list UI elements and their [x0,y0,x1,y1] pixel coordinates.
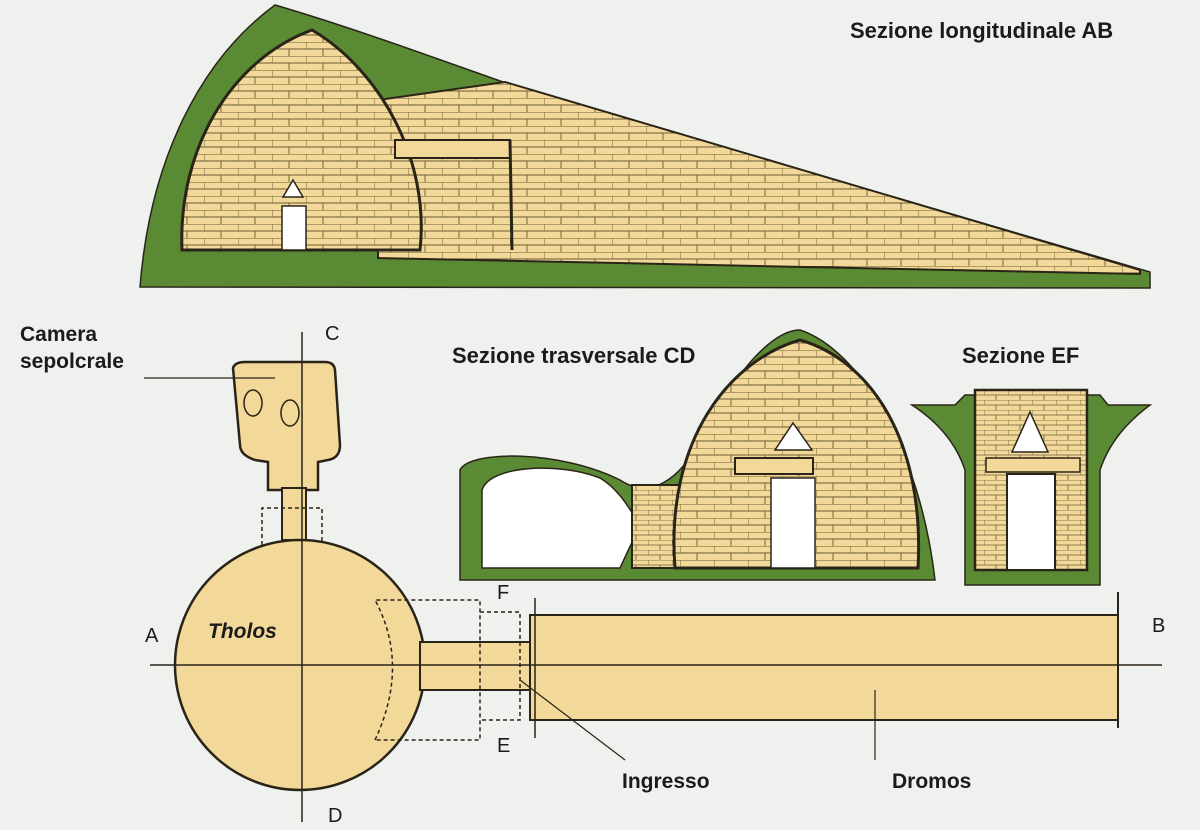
chamber-niche-left [243,389,263,417]
relieving-triangle-ef [1010,410,1050,453]
leader-ingresso [519,679,626,761]
entrance-outline-dashed [373,599,521,741]
axis-letter-f: F [497,582,510,604]
chamber-passage-outline-dashed [261,507,323,545]
axis-letter-d: D [328,805,343,827]
camera-label-line2: sepolcrale [20,350,124,373]
doorway-longitudinal [281,205,307,251]
tholos-dome-longitudinal [180,28,423,252]
longitudinal-section [139,4,1151,289]
plan-view [144,332,1162,822]
burial-chamber-plan [231,360,342,492]
section-ef-title: Sezione EF [962,343,1080,368]
transversal-section-title: Sezione trasversale CD [452,343,696,368]
relieving-triangle-longitudinal [281,178,305,198]
axis-letter-c: C [325,323,340,345]
axis-letter-a: A [145,625,159,647]
axis-letter-e: E [497,735,511,757]
relieving-triangle-transversal [773,421,814,451]
axis-letter-b: B [1152,615,1166,637]
camera-label-line1: Camera [20,323,98,346]
dromos-label: Dromos [892,770,972,793]
section-ef [909,388,1153,586]
tholos-dome-transversal [672,338,921,570]
doorway-transversal [770,477,816,569]
facade-line-longitudinal [508,139,514,251]
lintel-longitudinal [394,139,511,159]
chamber-niche-right [280,399,300,427]
lintel-transversal [734,457,814,475]
longitudinal-section-title: Sezione longitudinale AB [850,18,1114,43]
door-frame-ef [985,457,1081,473]
entrance-passage-plan [419,641,531,691]
doorway-ef [1006,473,1056,571]
transversal-section [459,329,936,581]
tholos-label: Tholos [208,620,277,643]
ingresso-label: Ingresso [622,770,710,793]
dromos-fill-longitudinal [377,80,1141,276]
dromos-plan [529,614,1119,721]
